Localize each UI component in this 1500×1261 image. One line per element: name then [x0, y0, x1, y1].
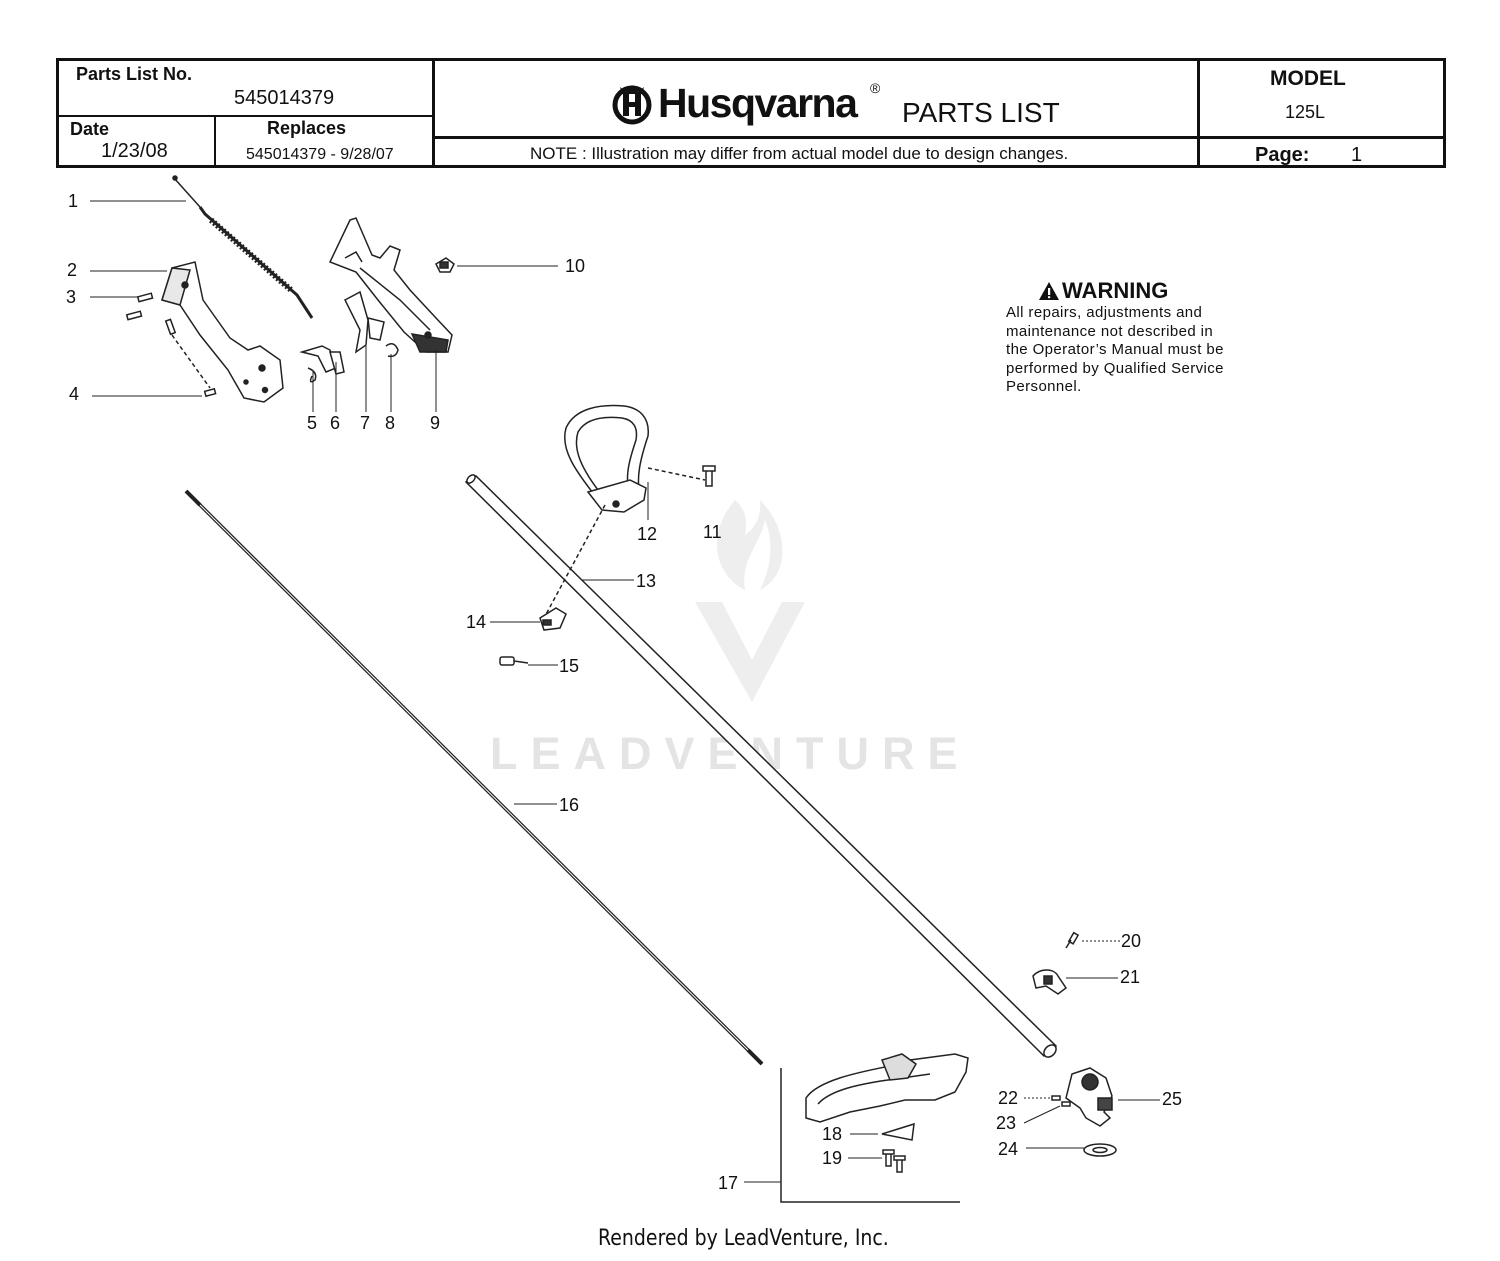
callout-8: 8: [385, 413, 396, 433]
callout-11: 11: [703, 522, 722, 542]
washer: [1083, 1143, 1117, 1157]
trimmer-guard: [805, 1053, 969, 1123]
leadventure-watermark-icon: [695, 500, 805, 702]
callout-4: 4: [69, 384, 80, 404]
husqvarna-crown-icon: [612, 85, 652, 125]
shaft-tube: [464, 474, 1058, 1058]
callout-10: 10: [565, 256, 586, 276]
callout-25: 25: [1162, 1089, 1183, 1109]
date-label: Date: [70, 119, 110, 139]
callout-19: 19: [822, 1148, 843, 1168]
guard-kit-bracket: [780, 1068, 960, 1203]
leader-lines: [90, 200, 1160, 1183]
clamp-bolt: [499, 656, 529, 666]
design-change-note: NOTE : Illustration may differ from actu…: [530, 144, 1069, 163]
callout-16: 16: [559, 795, 580, 815]
page-number: 1: [1351, 144, 1363, 166]
gear-head: [1065, 1067, 1113, 1127]
callout-1: 1: [68, 191, 79, 211]
loop-handle-screw: [647, 465, 716, 487]
loop-handle: [564, 404, 649, 513]
date-value: 1/23/08: [101, 140, 168, 162]
guard-screws: [882, 1149, 906, 1173]
callout-5: 5: [307, 413, 318, 433]
shaft-clamp: [1032, 969, 1068, 995]
warning-block: WARNING All repairs, adjustments and mai…: [1006, 278, 1266, 397]
throttle-cable: [172, 175, 314, 319]
replaces-label: Replaces: [267, 118, 347, 138]
callout-6: 6: [330, 413, 341, 433]
callout-22: 22: [998, 1088, 1019, 1108]
warning-line: Personnel.: [1006, 378, 1082, 395]
page-label: Page:: [1255, 144, 1310, 166]
callout-3: 3: [66, 287, 77, 307]
handle-housing: [328, 217, 453, 353]
callout-21: 21: [1120, 967, 1141, 987]
parts-list-no: 545014379: [234, 87, 335, 109]
husqvarna-logo: Husqvarna: [612, 78, 858, 128]
callout-13: 13: [636, 571, 657, 591]
warning-line: maintenance not described in: [1006, 322, 1214, 340]
callout-24: 24: [998, 1139, 1019, 1159]
throttle-trigger: [344, 290, 399, 358]
document-title: PARTS LIST: [902, 97, 1060, 128]
rear-handle-grip: [161, 261, 284, 403]
replaces-value: 545014379 - 9/28/07: [246, 146, 394, 163]
warning-line: performed by Qualified Service: [1006, 359, 1224, 377]
callout-15: 15: [559, 656, 580, 676]
model-label: MODEL: [1270, 67, 1346, 90]
clamp-screw: [1065, 931, 1080, 949]
line-cutter-blade: [881, 1122, 915, 1141]
rendered-by-footer: Rendered by LeadVenture, Inc.: [598, 1226, 889, 1251]
callout-7: 7: [360, 413, 371, 433]
handle-screws: [125, 292, 217, 398]
model-value: 125L: [1285, 102, 1326, 122]
knob: [435, 257, 455, 273]
callout-14: 14: [466, 612, 487, 632]
warning-line: the Operator’s Manual must be: [1006, 341, 1224, 358]
callout-12: 12: [637, 524, 658, 544]
callout-18: 18: [822, 1124, 843, 1144]
callout-9: 9: [430, 413, 441, 433]
header-table: [56, 58, 1446, 168]
callout-2: 2: [67, 260, 78, 280]
gearhead-screws: [1051, 1095, 1071, 1107]
brand-wordmark: Husqvarna: [658, 79, 858, 126]
loop-handle-clamp: [539, 504, 606, 631]
drive-shaft: [184, 489, 764, 1066]
callout-17: 17: [718, 1173, 739, 1193]
parts-list-no-label: Parts List No.: [76, 64, 193, 84]
warning-line: All repairs, adjustments and: [1006, 304, 1203, 321]
throttle-trigger-parts: [299, 345, 345, 383]
registered-mark: ®: [870, 80, 881, 96]
callout-23: 23: [996, 1113, 1017, 1133]
warning-heading-text: WARNING: [1062, 278, 1169, 303]
callout-20: 20: [1121, 931, 1142, 951]
warning-triangle-icon: [1039, 282, 1059, 300]
warning-heading: WARNING: [1038, 278, 1266, 304]
warning-text: All repairs, adjustments and maintenance…: [1006, 304, 1266, 397]
